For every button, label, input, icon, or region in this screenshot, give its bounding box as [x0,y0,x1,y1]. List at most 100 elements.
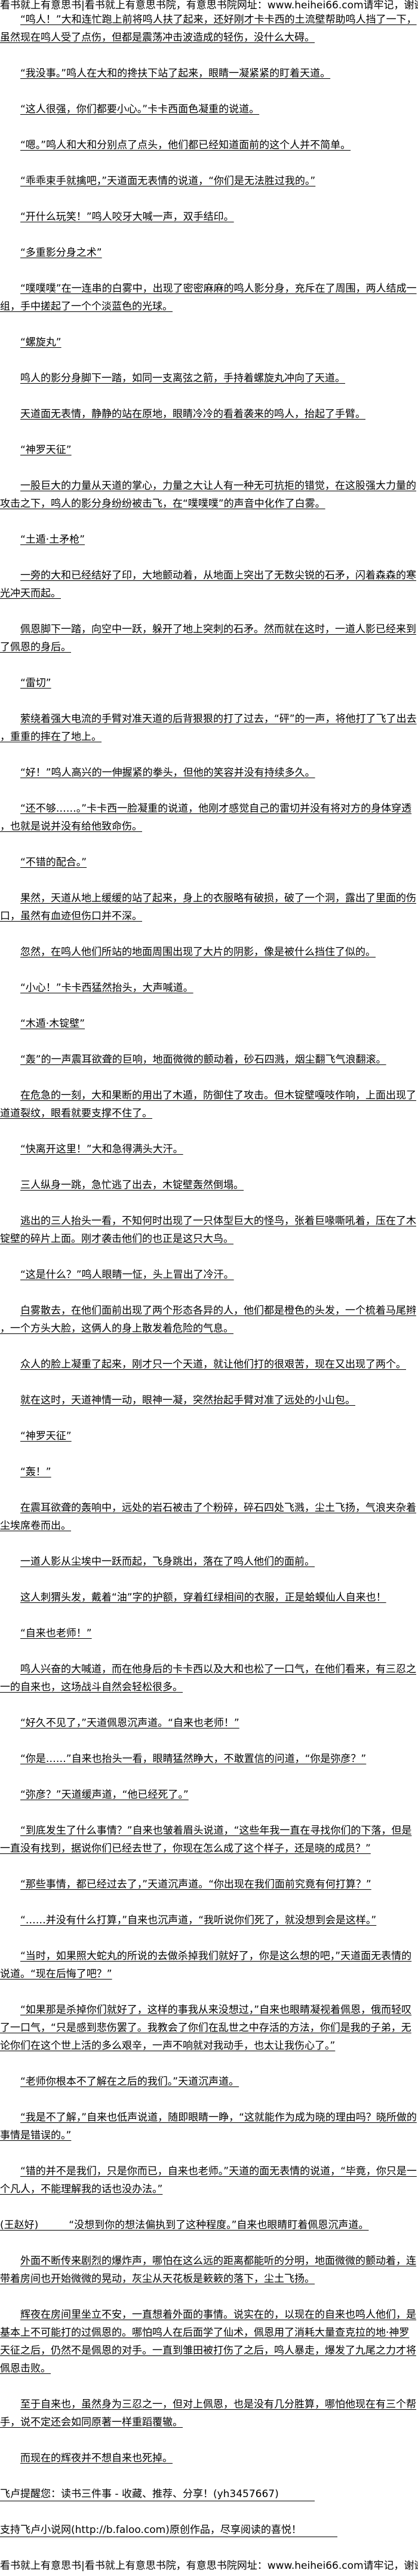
paragraph: 一股巨大的力量从天道的掌心，力量之大让人有一种无可抗拒的错觉，在这股强大力量的攻… [0,477,418,513]
paragraph: “轰！” [0,1463,418,1481]
paragraph: “当时，如果照大蛇丸的所说的去做杀掉我们就好了，你是这么想的吧，”天道面无表情的… [0,1947,418,1983]
paragraph-text: “乖乖束手就擒吧，”天道面无表情的说道，“你们是无法胜过我的。” [20,175,316,187]
paragraph: 辉夜在房间里坐立不安，一直想着外面的事情。说实在的，以现在的自来也鸣人他们，是基… [0,2306,418,2378]
paragraph-text: 而现在的辉夜并不想自来也死掉。 [20,2452,173,2464]
paragraph: “乖乖束手就擒吧，”天道面无表情的说道，“你们是无法胜过我的。” [0,172,418,190]
paragraph-text: “我是不了解，”自来也低声说道，随即眼睛一睁，“这就能作为成为晓的理由吗？晓所做… [0,2112,417,2141]
paragraph-text: “当时，如果照大蛇丸的所说的去做杀掉我们就好了，你是这么想的吧，”天道面无表情的… [0,1950,412,1980]
paragraph: “……并没有什么打算，”自来也沉声道，“我听说你们死了，就没想到会是这样。” [0,1911,418,1929]
paragraph-text: “多重影分身之术” [20,247,102,259]
paragraph: (王赵好) “没想到你的想法偏执到了这种程度。”自来也眼睛盯着佩恩沉声道。 [0,2216,418,2234]
paragraph: “如果那是杀掉你们就好了，这样的事我从来没想过，”自来也眼睛凝视着佩恩，俄而轻叹… [0,2001,418,2055]
paragraph-text: “弥彦？”天道缓声道，“他已经死了。” [20,1789,189,1801]
paragraph: “快离开这里！”大和急得满头大汗。 [0,1140,418,1158]
paragraph-text: “还不够……。”卡卡西一脸凝重的说道，他刚才感觉自己的雷切并没有将对方的身体穿透… [0,803,412,833]
paragraph: “你是……”自来也抬头一看，眼睛猛然睁大，不敢置信的问道，“你是弥彦？” [0,1750,418,1768]
paragraph-text: “木遁·木锭壁” [20,1018,85,1030]
paragraph-text: 萦绕着强大电流的手臂对准天道的后背狠狠的打了过去，“砰”的一声，将他打了飞了出去… [0,713,417,743]
paragraph: “神罗天征” [0,1427,418,1445]
paragraph: 天道面无表情，静静的站在原地，眼睛冷冷的看着袭来的鸣人，抬起了手臂。 [0,405,418,423]
chapter-paragraphs: “鸣人！”大和连忙跑上前将鸣人扶了起来，还好刚才卡卡西的土流壁帮助鸣人挡了一下，… [0,11,418,2467]
paragraph-text: (王赵好) “没想到你的想法偏执到了这种程度。”自来也眼睛盯着佩恩沉声道。 [0,2219,369,2231]
site-banner-top: 看书就上有意思书|看书就上有意思书院，有意思书院网址：www.heihei66.… [0,0,418,11]
paragraph-text: 一旁的大和已经结好了印，大地颤动着，从地面上突出了无数尖锐的石矛，闪着森森的寒光… [0,570,416,599]
paragraph-text: “这人很强，你们都要小心。”卡卡西面色凝重的说道。 [20,103,260,115]
paragraph-text: “螺旋丸” [20,336,62,348]
promo-support-link[interactable]: 支持飞卢小说网(http://b.faloo.com)原创作品，尽享阅读的喜悦！ [0,2524,337,2537]
paragraph-text: 天道面无表情，静静的站在原地，眼睛冷冷的看着袭来的鸣人，抬起了手臂。 [20,408,365,420]
paragraph: “神罗天征” [0,441,418,459]
paragraph: “多重影分身之术” [0,244,418,262]
paragraph: 一道人影从尘埃中一跃而起，飞身跳出，落在了鸣人他们的面前。 [0,1553,418,1571]
paragraph: “嗯。”鸣人和大和分别点了点头，他们都已经知道面前的这个人并不简单。 [0,136,418,154]
paragraph: 鸣人兴奋的大喊道，而在他身后的卡卡西以及大和也松了一口气，在他们看来，有三忍之一… [0,1660,418,1696]
paragraph-text: 果然，天道从地上缓缓的站了起来，身上的衣服略有破损，破了一个洞，露出了里面的伤口… [0,892,416,922]
paragraph: “雷切” [0,674,418,692]
paragraph-text: “你是……”自来也抬头一看，眼睛猛然睁大，不敢置信的问道，“你是弥彦？” [20,1753,367,1765]
paragraph: “那些事情，都已经过去了，”天道沉声道。“你出现在我们面前究竟有何打算？” [0,1876,418,1893]
paragraph-text: 逃出的三人抬头一看，不知何时出现了一只体型巨大的怪鸟，张着巨喙嘶吼着，压在了木锭… [0,1215,416,1245]
paragraph-text: 就在这时，天道神情一动，眼神一凝，突然抬起手臂对准了远处的小山包。 [20,1394,355,1406]
paragraph: 佩恩脚下一踏，向空中一跃，躲开了地上突刺的石矛。然而就在这时，一道人影已经来到了… [0,620,418,656]
paragraph-text: “……并没有什么打算，”自来也沉声道，“我听说你们死了，就没想到会是这样。” [20,1914,377,1926]
paragraph: 至于自来也，虽然身为三忍之一，但对上佩恩，也是没有几分胜算，哪怕他现在有三个帮手… [0,2396,418,2431]
paragraph-text: “轰！” [20,1466,51,1478]
paragraph: 忽然，在鸣人他们所站的地面周围出现了大片的阴影，像是被什么挡住了似的。 [0,943,418,961]
paragraph-text: “我没事。”鸣人在大和的搀扶下站了起来，眼睛一凝紧紧的盯着天道。 [20,68,331,79]
paragraph-text: “小心！”卡卡西猛然抬头，大声喊道。 [20,982,193,994]
paragraph-text: “好！”鸣人高兴的一伸握紧的拳头，但他的笑容并没有持续多久。 [20,767,315,779]
paragraph-text: 鸣人的影分身脚下一踏，如同一支离弦之箭，手持着螺旋丸冲向了天道。 [20,372,345,384]
paragraph-text: 众人的脸上凝重了起来，刚才只一个天道，就让他们打的很艰苦，现在又出现了两个。 [20,1359,406,1370]
paragraph-text: 至于自来也，虽然身为三忍之一，但对上佩恩，也是没有几分胜算，哪怕他现在有三个帮手… [0,2398,416,2428]
paragraph-text: “开什么玩笑！”鸣人咬牙大喊一声，双手结印。 [20,211,234,223]
paragraph: 外面不断传来剧烈的爆炸声，哪怕在这么远的距离都能听的分明，地面微微的颤动着，连带… [0,2252,418,2288]
paragraph-text: “到底发生了什么事情？”自来也皱着眉头说道，“这些年我一直在寻找你们的下落，但是… [0,1825,412,1855]
paragraph-text: “嗯。”鸣人和大和分别点了点头，他们都已经知道面前的这个人并不简单。 [20,139,351,151]
paragraph-text: “雷切” [20,677,51,689]
paragraph: “错的并不是我们，只是你而已，自来也老师。”天道的面无表情的说道，“毕竟，你只是… [0,2162,418,2198]
paragraph-text: “土遁·土矛枪” [20,534,85,546]
paragraph-text: “错的并不是我们，只是你而已，自来也老师。”天道的面无表情的说道，“毕竟，你只是… [0,2165,417,2195]
paragraph-text: 在震耳欲聋的轰响中，远处的岩石被击了个粉碎，碎石四处飞溅，尘土飞扬，气浪夹杂着尘… [0,1502,416,1532]
paragraph-text: “老师你根本不了解在之后的我们。”天道沉声道。 [20,2076,239,2088]
paragraph-text: “神罗天征” [20,444,72,456]
paragraph: “老师你根本不了解在之后的我们。”天道沉声道。 [0,2073,418,2091]
paragraph: 逃出的三人抬头一看，不知何时出现了一只体型巨大的怪鸟，张着巨喙嘶吼着，压在了木锭… [0,1212,418,1248]
paragraph: “不错的配合。” [0,853,418,871]
paragraph: “自来也老师！” [0,1624,418,1642]
paragraph: 在危急的一刻，大和果断的用出了木遁，防御住了攻击。但木锭壁嘎吱作响，上面出现了道… [0,1087,418,1122]
paragraph-text: “噗噗噗”在一连串的白雾中，出现了密密麻麻的鸣人影分身，充斥在了周围，两人结成一… [0,283,417,313]
paragraph: 而现在的辉夜并不想自来也死掉。 [0,2449,418,2467]
paragraph: “土遁·土矛枪” [0,531,418,549]
paragraph: “这是什么？”鸣人眼睛一怔，头上冒出了冷汗。 [0,1266,418,1284]
paragraph-text: “神罗天征” [20,1430,72,1442]
paragraph-text: 在危急的一刻，大和果断的用出了木遁，防御住了攻击。但木锭壁嘎吱作响，上面出现了道… [0,1090,416,1119]
promo-support[interactable]: 支持飞卢小说网(http://b.faloo.com)原创作品，尽享阅读的喜悦！ [0,2521,418,2539]
paragraph-text: 辉夜在房间里坐立不安，一直想着外面的事情。说实在的，以现在的自来也鸣人他们，是基… [0,2309,416,2375]
paragraph: 在震耳欲聋的轰响中，远处的岩石被击了个粉碎，碎石四处飞溅，尘土飞扬，气浪夹杂着尘… [0,1499,418,1535]
paragraph-text: 鸣人兴奋的大喊道，而在他身后的卡卡西以及大和也松了一口气，在他们看来，有三忍之一… [0,1663,416,1693]
paragraph: “我是不了解，”自来也低声说道，随即眼睛一睁，“这就能作为成为晓的理由吗？晓所做… [0,2109,418,2144]
paragraph: 一旁的大和已经结好了印，大地颤动着，从地面上突出了无数尖锐的石矛，闪着森森的寒光… [0,567,418,602]
paragraph: 白雾散去，在他们面前出现了两个形态各异的人，他们都是橙色的头发，一个梳着马尾辫，… [0,1302,418,1338]
paragraph-text: “这是什么？”鸣人眼睛一怔，头上冒出了冷汗。 [20,1269,234,1281]
paragraph-text: 一道人影从尘埃中一跃而起，飞身跳出，落在了鸣人他们的面前。 [20,1556,315,1568]
paragraph-text: “鸣人！”大和连忙跑上前将鸣人扶了起来，还好刚才卡卡西的土流壁帮助鸣人挡了一下，… [0,14,417,44]
paragraph-text: “好久不见了，”天道佩恩沉声道。“自来也老师！” [20,1717,239,1729]
paragraph: “好！”鸣人高兴的一伸握紧的拳头，但他的笑容并没有持续多久。 [0,764,418,782]
paragraph: 众人的脸上凝重了起来，刚才只一个天道，就让他们打的很艰苦，现在又出现了两个。 [0,1356,418,1373]
paragraph: “鸣人！”大和连忙跑上前将鸣人扶了起来，还好刚才卡卡西的土流壁帮助鸣人挡了一下，… [0,11,418,47]
paragraph-text: “不错的配合。” [20,856,87,868]
paragraph: 鸣人的影分身脚下一踏，如同一支离弦之箭，手持着螺旋丸冲向了天道。 [0,369,418,387]
paragraph-text: “如果那是杀掉你们就好了，这样的事我从来没想过，”自来也眼睛凝视着佩恩，俄而轻叹… [0,2004,412,2052]
paragraph-text: “自来也老师！” [20,1627,92,1639]
paragraph-text: 这人刺猬头发，戴着“油”字的护额，穿着红绿相间的衣服，正是蛤蟆仙人自来也！ [20,1592,386,1604]
paragraph: “弥彦？”天道缓声道，“他已经死了。” [0,1786,418,1804]
site-banner-bottom: 看书就上有意思书|看书就上有意思书院，有意思书院网址：www.heihei66.… [0,2560,418,2572]
paragraph: 萦绕着强大电流的手臂对准天道的后背狠狠的打了过去，“砰”的一声，将他打了飞了出去… [0,710,418,746]
paragraph-text: “那些事情，都已经过去了，”天道沉声道。“你出现在我们面前究竟有何打算？” [20,1879,371,1890]
paragraph-text: 佩恩脚下一踏，向空中一跃，躲开了地上突刺的石矛。然而就在这时，一道人影已经来到了… [0,623,416,653]
paragraph-text: 外面不断传来剧烈的爆炸声，哪怕在这么远的距离都能听的分明，地面微微的颤动着，连带… [0,2255,416,2285]
paragraph: “轰”的一声震耳欲聋的巨响，地面微微的颤动着，砂石四溅，烟尘翻飞气浪翻滚。 [0,1051,418,1069]
paragraph: “小心！”卡卡西猛然抬头，大声喊道。 [0,979,418,997]
